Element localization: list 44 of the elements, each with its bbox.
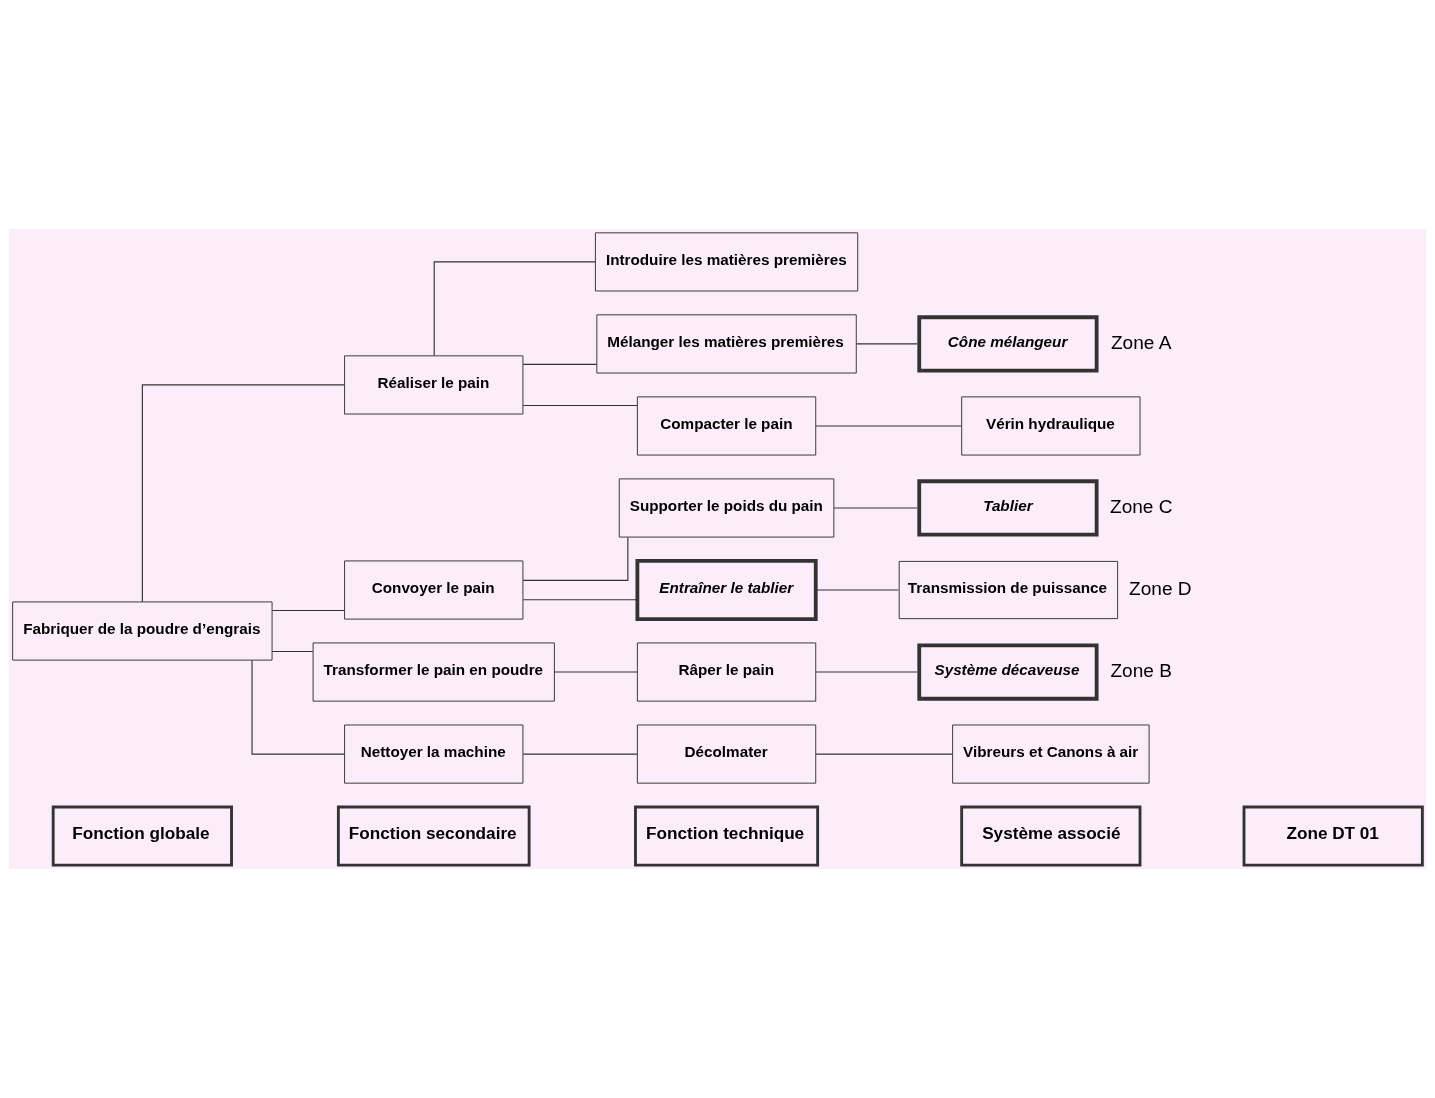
connector [522,599,638,601]
connector [522,363,598,365]
node-box: Mélanger les matières premières [596,314,857,374]
node-box: Cône mélangeur [917,315,1099,373]
connector [251,659,346,755]
node-label: Zone D [1129,577,1192,599]
node-box: Entraîner le tablier [635,559,818,621]
connector [271,650,314,653]
node-box: Convoyer le pain [344,560,524,620]
connector [815,589,900,591]
connector [522,536,629,581]
node-box: Fonction secondaire [336,805,531,867]
node-box: Supporter le poids du pain [618,478,835,538]
node-box: Réaliser le pain [344,355,524,415]
node-label: Zone C [1109,495,1173,517]
connector [856,343,918,345]
connector [433,261,596,357]
connector [271,609,345,612]
connector [815,753,954,755]
node-box: Système décaveuse [917,643,1099,701]
connector [815,671,918,673]
connector [141,384,345,603]
connector [522,404,638,406]
connector [553,671,638,673]
node-label: Zone A [1110,331,1172,353]
node-label: Zone B [1110,659,1172,681]
node-box: Décolmater [636,724,817,784]
node-box: Nettoyer la machine [344,724,524,784]
node-box: Vibreurs et Canons à air [952,724,1150,784]
node-box: Vérin hydraulique [961,396,1141,456]
node-box: Fabriquer de la poudre d’engrais [12,601,273,661]
connector [522,753,638,755]
node-box: Compacter le pain [636,396,817,456]
connector [815,425,963,427]
node-box: Fonction globale [51,805,233,867]
connector [833,507,918,509]
node-box: Introduire les matières premières [594,232,859,292]
node-box: Système associé [960,805,1142,867]
node-box: Transformer le pain en poudre [312,642,555,702]
node-box: Transmission de puissance [898,560,1119,620]
node-box: Râper le pain [636,642,817,702]
node-box: Tablier [917,479,1099,537]
node-box: Zone DT 01 [1242,805,1424,867]
node-box: Fonction technique [634,805,820,867]
